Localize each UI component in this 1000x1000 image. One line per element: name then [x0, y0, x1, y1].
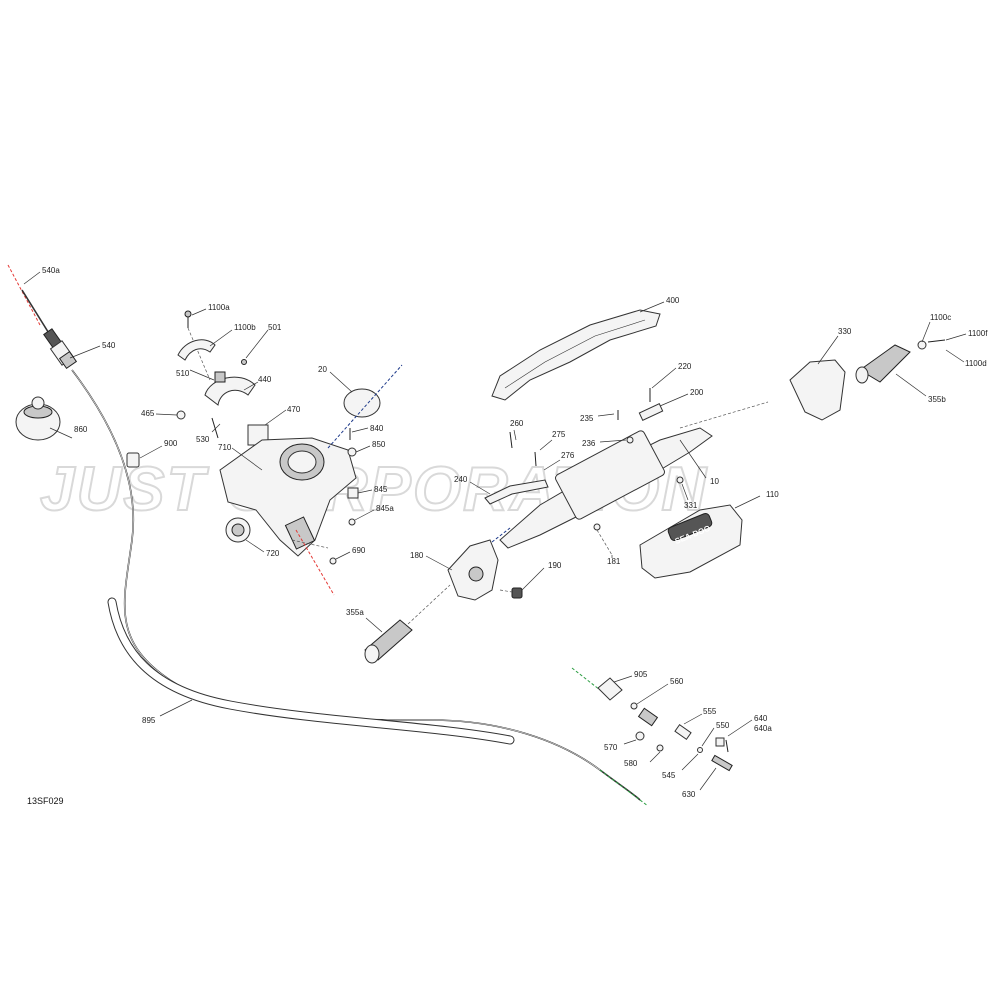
- top-cover: [491, 309, 661, 401]
- label-580: 580: [624, 759, 638, 768]
- label-275: 275: [552, 430, 566, 439]
- cable-clamp: [126, 452, 140, 468]
- label-540a: 540a: [42, 266, 60, 275]
- label-720: 720: [266, 549, 280, 558]
- label-840: 840: [370, 424, 384, 433]
- label-845: 845: [374, 485, 388, 494]
- label-540: 540: [102, 341, 116, 350]
- label-1100c: 1100c: [930, 313, 951, 322]
- label-1100f: 1100f: [968, 329, 988, 338]
- handlebar-assembly: SEA-DOO: [364, 309, 946, 664]
- label-400: 400: [666, 296, 680, 305]
- label-630: 630: [682, 790, 696, 799]
- label-220: 220: [678, 362, 692, 371]
- label-276: 276: [561, 451, 575, 460]
- label-1100a: 1100a: [208, 303, 230, 312]
- label-260: 260: [510, 419, 524, 428]
- drawing-code: 13SF029: [27, 796, 64, 806]
- label-1100d: 1100d: [965, 359, 987, 368]
- protective-hose: [107, 597, 515, 745]
- label-640a: 640a: [754, 724, 772, 733]
- label-1100b: 1100b: [234, 323, 256, 332]
- label-470: 470: [287, 405, 301, 414]
- right-grip-housing: [789, 359, 846, 421]
- label-330: 330: [838, 327, 852, 336]
- steering-support-assembly: [176, 310, 403, 596]
- label-110: 110: [766, 490, 779, 499]
- label-860: 860: [74, 425, 88, 434]
- label-465: 465: [141, 409, 155, 418]
- label-845a: 845a: [376, 504, 394, 513]
- label-20: 20: [318, 365, 327, 374]
- label-545: 545: [662, 771, 676, 780]
- label-235: 235: [580, 414, 594, 423]
- label-200: 200: [690, 388, 704, 397]
- cable-fitting: [43, 328, 78, 370]
- label-895: 895: [142, 716, 156, 725]
- label-180: 180: [410, 551, 424, 560]
- part-labels: 540a 540 860 900 1100a 1100b 501 510 440…: [23, 266, 988, 799]
- label-331: 331: [684, 501, 698, 510]
- label-190: 190: [548, 561, 562, 570]
- handlebar-cover: [639, 504, 743, 579]
- rubber-boot: [15, 396, 61, 441]
- label-570: 570: [604, 743, 618, 752]
- red-axis-line: [7, 264, 41, 326]
- label-560: 560: [670, 677, 684, 686]
- label-710: 710: [218, 443, 232, 452]
- label-550: 550: [716, 721, 730, 730]
- label-440: 440: [258, 375, 272, 384]
- label-905: 905: [634, 670, 648, 679]
- label-240: 240: [454, 475, 468, 484]
- label-501: 501: [268, 323, 282, 332]
- red-axis-line-support: [295, 529, 335, 596]
- label-355b: 355b: [928, 395, 946, 404]
- green-axis-line-cable: [599, 769, 649, 807]
- label-690: 690: [352, 546, 366, 555]
- label-181: 181: [607, 557, 621, 566]
- blue-axis-line-ring: [327, 364, 403, 449]
- blue-axis-line-handlebar: [491, 527, 511, 543]
- green-axis-line-fitting: [571, 667, 601, 691]
- label-850: 850: [372, 440, 386, 449]
- label-355a: 355a: [346, 608, 364, 617]
- label-640: 640: [754, 714, 768, 723]
- label-236: 236: [582, 439, 596, 448]
- cable-end-fittings: [571, 667, 733, 772]
- right-grip: [859, 344, 911, 383]
- label-510: 510: [176, 369, 190, 378]
- label-10: 10: [710, 477, 719, 486]
- label-530: 530: [196, 435, 210, 444]
- label-900: 900: [164, 439, 178, 448]
- label-555: 555: [703, 707, 717, 716]
